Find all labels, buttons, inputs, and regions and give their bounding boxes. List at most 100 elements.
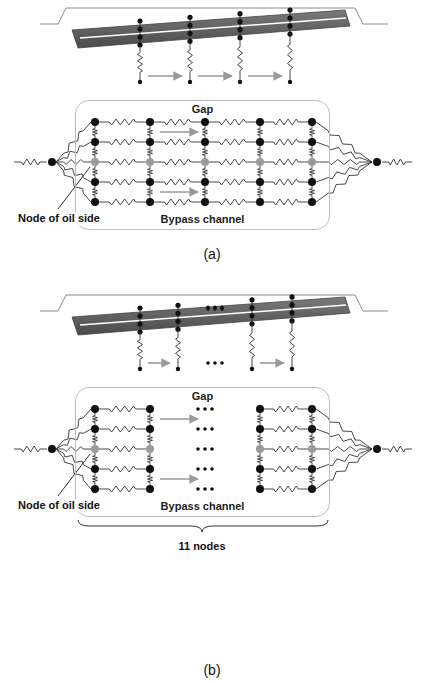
network-node <box>373 445 381 453</box>
network-node <box>206 307 210 311</box>
leader-line <box>58 167 90 209</box>
panel-label: (b) <box>201 662 222 678</box>
network-node <box>256 405 264 413</box>
resistor-symbol <box>176 329 181 367</box>
resistor-symbol <box>93 453 98 465</box>
resistor-symbol <box>93 413 98 425</box>
resistor-symbol <box>238 38 243 80</box>
panel-label: (a) <box>201 246 222 262</box>
network-node <box>201 178 209 186</box>
network-node <box>137 321 142 326</box>
network-node <box>308 158 316 166</box>
callout-label: Node of oil side <box>16 499 102 512</box>
network-node <box>196 407 200 411</box>
resistor-symbol <box>316 449 372 469</box>
resistor-symbol <box>14 446 47 452</box>
flow-arrow <box>160 418 198 420</box>
resistor-symbol <box>56 429 91 449</box>
resistor-symbol <box>56 142 91 162</box>
network-node <box>175 319 180 324</box>
network-node <box>287 15 292 20</box>
network-node <box>210 447 214 451</box>
network-node <box>308 485 316 493</box>
resistor-symbol <box>258 473 263 485</box>
resistor-symbol <box>148 166 153 178</box>
resistor-symbol <box>310 453 315 465</box>
resistor-symbol <box>148 413 153 425</box>
network-region: GapBypass channel <box>75 387 330 517</box>
resistor-symbol <box>154 199 201 205</box>
network-node <box>213 307 217 311</box>
resistor-symbol <box>99 139 146 145</box>
network-node <box>146 485 154 493</box>
resistor-symbol <box>264 179 308 185</box>
region-caption: Bypass channel <box>159 213 247 226</box>
network-node <box>196 427 200 431</box>
network-node <box>308 118 316 126</box>
resistor-symbol <box>203 146 208 158</box>
flow-arrow <box>160 131 198 133</box>
resistor-symbol <box>258 186 263 198</box>
panel-illustration <box>14 294 412 532</box>
panel-illustration <box>14 7 412 209</box>
network-node <box>203 447 207 451</box>
resistor-symbol <box>99 426 146 432</box>
network-node <box>91 405 99 413</box>
network-node <box>137 26 142 31</box>
resistor-symbol <box>288 34 293 80</box>
resistor-symbol <box>148 433 153 445</box>
resistor-symbol <box>93 146 98 158</box>
network-node <box>288 80 292 84</box>
network-node <box>203 407 207 411</box>
network-node <box>201 158 209 166</box>
network-node <box>146 405 154 413</box>
resistor-symbol <box>154 159 201 165</box>
network-node <box>237 19 242 24</box>
resistor-symbol <box>209 119 256 125</box>
network-region: GapBypass channel <box>75 100 330 230</box>
network-node <box>187 31 192 36</box>
network-node <box>176 367 180 371</box>
resistor-symbol <box>264 466 308 472</box>
leader-line <box>58 454 90 496</box>
resistor-symbol <box>316 162 372 202</box>
resistor-symbol <box>93 433 98 445</box>
node-column <box>252 300 253 324</box>
resistor-symbol <box>316 142 372 162</box>
resistor-symbol <box>310 433 315 445</box>
network-node <box>201 138 209 146</box>
resistor-symbol <box>382 446 412 452</box>
network-node <box>48 445 56 453</box>
network-node <box>146 445 154 453</box>
resistor-symbol <box>264 139 308 145</box>
network-node <box>203 487 207 491</box>
network-node <box>91 425 99 433</box>
network-node <box>196 467 200 471</box>
network-node <box>188 80 192 84</box>
resistor-symbol <box>56 409 91 449</box>
network-node <box>210 407 214 411</box>
network-node <box>146 198 154 206</box>
resistor-symbol <box>99 159 146 165</box>
network-node <box>196 487 200 491</box>
resistor-symbol <box>154 139 201 145</box>
flow-arrow <box>260 362 284 364</box>
resistor-symbol <box>209 199 256 205</box>
network-node <box>146 425 154 433</box>
network-node <box>238 80 242 84</box>
network-node <box>308 465 316 473</box>
resistor-symbol <box>258 146 263 158</box>
brace <box>78 520 328 532</box>
region-heading: Gap <box>190 103 215 116</box>
network-node <box>146 138 154 146</box>
network-node <box>91 198 99 206</box>
resistor-symbol <box>56 449 91 489</box>
network-node <box>213 361 217 365</box>
network-node <box>289 310 294 315</box>
network-node <box>249 297 254 302</box>
network-node <box>196 447 200 451</box>
resistor-symbol <box>264 406 308 412</box>
resistor-symbol <box>264 486 308 492</box>
resistor-symbol <box>310 413 315 425</box>
resistor-symbol <box>258 413 263 425</box>
